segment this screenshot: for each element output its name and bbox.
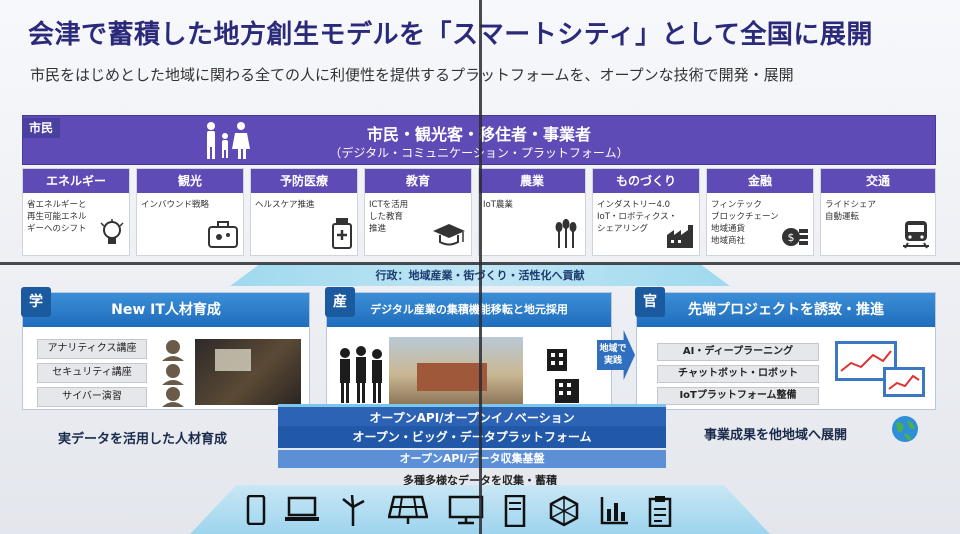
course-analytics: アナリティクス講座 xyxy=(37,339,147,359)
solar-panel-icon xyxy=(388,495,428,525)
service-body: フィンテック ブロックチェーン 地域通貨 地域商社 xyxy=(711,199,779,247)
service-tourism: 観光 インバウンド戦略 xyxy=(136,168,244,256)
service-body: 省エネルギーと 再生可能エネル ギーへのシフト xyxy=(27,199,87,235)
pillar-industry-head: デジタル産業の集積機能移転と地元採用 xyxy=(327,293,611,327)
people-avatars-icon xyxy=(157,337,189,407)
service-head: エネルギー xyxy=(23,169,129,193)
smartphone-icon xyxy=(246,495,266,525)
clipboard-icon xyxy=(648,495,672,527)
project-chatbot-robot: チャットボット・ロボット xyxy=(657,365,819,383)
graduation-cap-icon xyxy=(431,221,467,249)
page-subtitle: 市民をはじめとした地域に関わる全ての人に利便性を提供するプラットフォームを、オー… xyxy=(30,64,794,85)
project-ai-deep-learning: AI・ディープラーニング xyxy=(657,343,819,361)
service-manufacturing: ものづくり インダストリー4.0 IoT・ロボティクス・ シェアリング xyxy=(592,168,700,256)
dashboard-monitors-icon xyxy=(833,339,927,405)
pillar-government: 先端プロジェクトを誘致・推進 官 AI・ディープラーニング チャットボット・ロボ… xyxy=(636,292,936,410)
service-transportation: 交通 ライドシェア 自動運転 xyxy=(820,168,936,256)
open-big-data-platform-layer: オープン・ビッグ・データプラットフォーム xyxy=(278,426,666,448)
pillar-industry-badge: 産 xyxy=(325,287,355,317)
service-finance: 金融 フィンテック ブロックチェーン 地域通貨 地域商社 $ xyxy=(706,168,814,256)
buildings-icon xyxy=(541,347,585,405)
service-head: 交通 xyxy=(821,169,935,193)
svg-text:$: $ xyxy=(788,231,795,244)
local-practice-label: 地域で 実践 xyxy=(597,343,629,367)
service-body: ヘルスケア推進 xyxy=(255,199,315,211)
office-building-photo xyxy=(389,337,523,405)
pillar-government-head: 先端プロジェクトを誘致・推進 xyxy=(637,293,935,327)
service-body: ライドシェア 自動運転 xyxy=(825,199,876,223)
course-security: セキュリティ講座 xyxy=(37,363,147,383)
service-preventive-medicine: 予防医療 ヘルスケア推進 xyxy=(250,168,358,256)
service-head: 観光 xyxy=(137,169,243,193)
laptop-icon xyxy=(284,495,320,523)
seminar-photo xyxy=(195,339,301,405)
business-people-icon xyxy=(335,345,387,405)
service-head: 予防医療 xyxy=(251,169,357,193)
page-title: 会津で蓄積した地方創生モデルを「スマートシティ」として全国に展開 xyxy=(28,14,873,51)
wheat-icon xyxy=(551,215,581,249)
pillar-academia: New IT人材育成 学 アナリティクス講座 セキュリティ講座 サイバー演習 xyxy=(22,292,310,410)
display-bezel-horizontal xyxy=(0,262,960,265)
service-head: 農業 xyxy=(479,169,585,193)
globe-icon xyxy=(890,414,920,444)
service-agriculture: 農業 IoT農業 xyxy=(478,168,586,256)
factory-icon xyxy=(665,223,695,249)
pillar-academia-head: New IT人材育成 xyxy=(23,293,309,327)
lightbulb-icon xyxy=(99,219,125,249)
service-education: 教育 ICTを活用 した教育 推進 xyxy=(364,168,472,256)
wind-turbine-icon xyxy=(340,495,366,527)
project-iot-platform: IoTプラットフォーム整備 xyxy=(657,387,819,405)
academia-caption: 実データを活用した人材育成 xyxy=(58,428,227,447)
display-bezel-vertical xyxy=(479,0,482,534)
train-icon xyxy=(901,219,931,249)
pillar-industry: デジタル産業の集積機能移転と地元採用 産 xyxy=(326,292,612,410)
server-icon xyxy=(504,495,526,527)
service-head: 教育 xyxy=(365,169,471,193)
government-caption: 事業成果を他地域へ展開 xyxy=(704,424,847,443)
service-energy: エネルギー 省エネルギーと 再生可能エネル ギーへのシフト xyxy=(22,168,130,256)
medicine-bottle-icon xyxy=(331,217,353,249)
open-api-innovation-layer: オープンAPI/オープンイノベーション xyxy=(278,404,666,426)
bar-chart-icon xyxy=(600,495,630,525)
course-cyber-exercise: サイバー演習 xyxy=(37,387,147,407)
sensor-icon xyxy=(548,495,580,527)
service-head: ものづくり xyxy=(593,169,699,193)
service-body: IoT農業 xyxy=(483,199,513,211)
citizen-label: 市民 xyxy=(22,118,60,138)
service-body: ICTを活用 した教育 推進 xyxy=(369,199,408,235)
suitcase-icon xyxy=(207,221,239,249)
coins-icon: $ xyxy=(781,221,809,249)
pillar-academia-badge: 学 xyxy=(21,287,51,317)
data-collection-base-layer: オープンAPI/データ収集基盤 xyxy=(278,450,666,468)
service-head: 金融 xyxy=(707,169,813,193)
pillar-government-badge: 官 xyxy=(635,287,665,317)
service-body: インバウンド戦略 xyxy=(141,199,209,211)
